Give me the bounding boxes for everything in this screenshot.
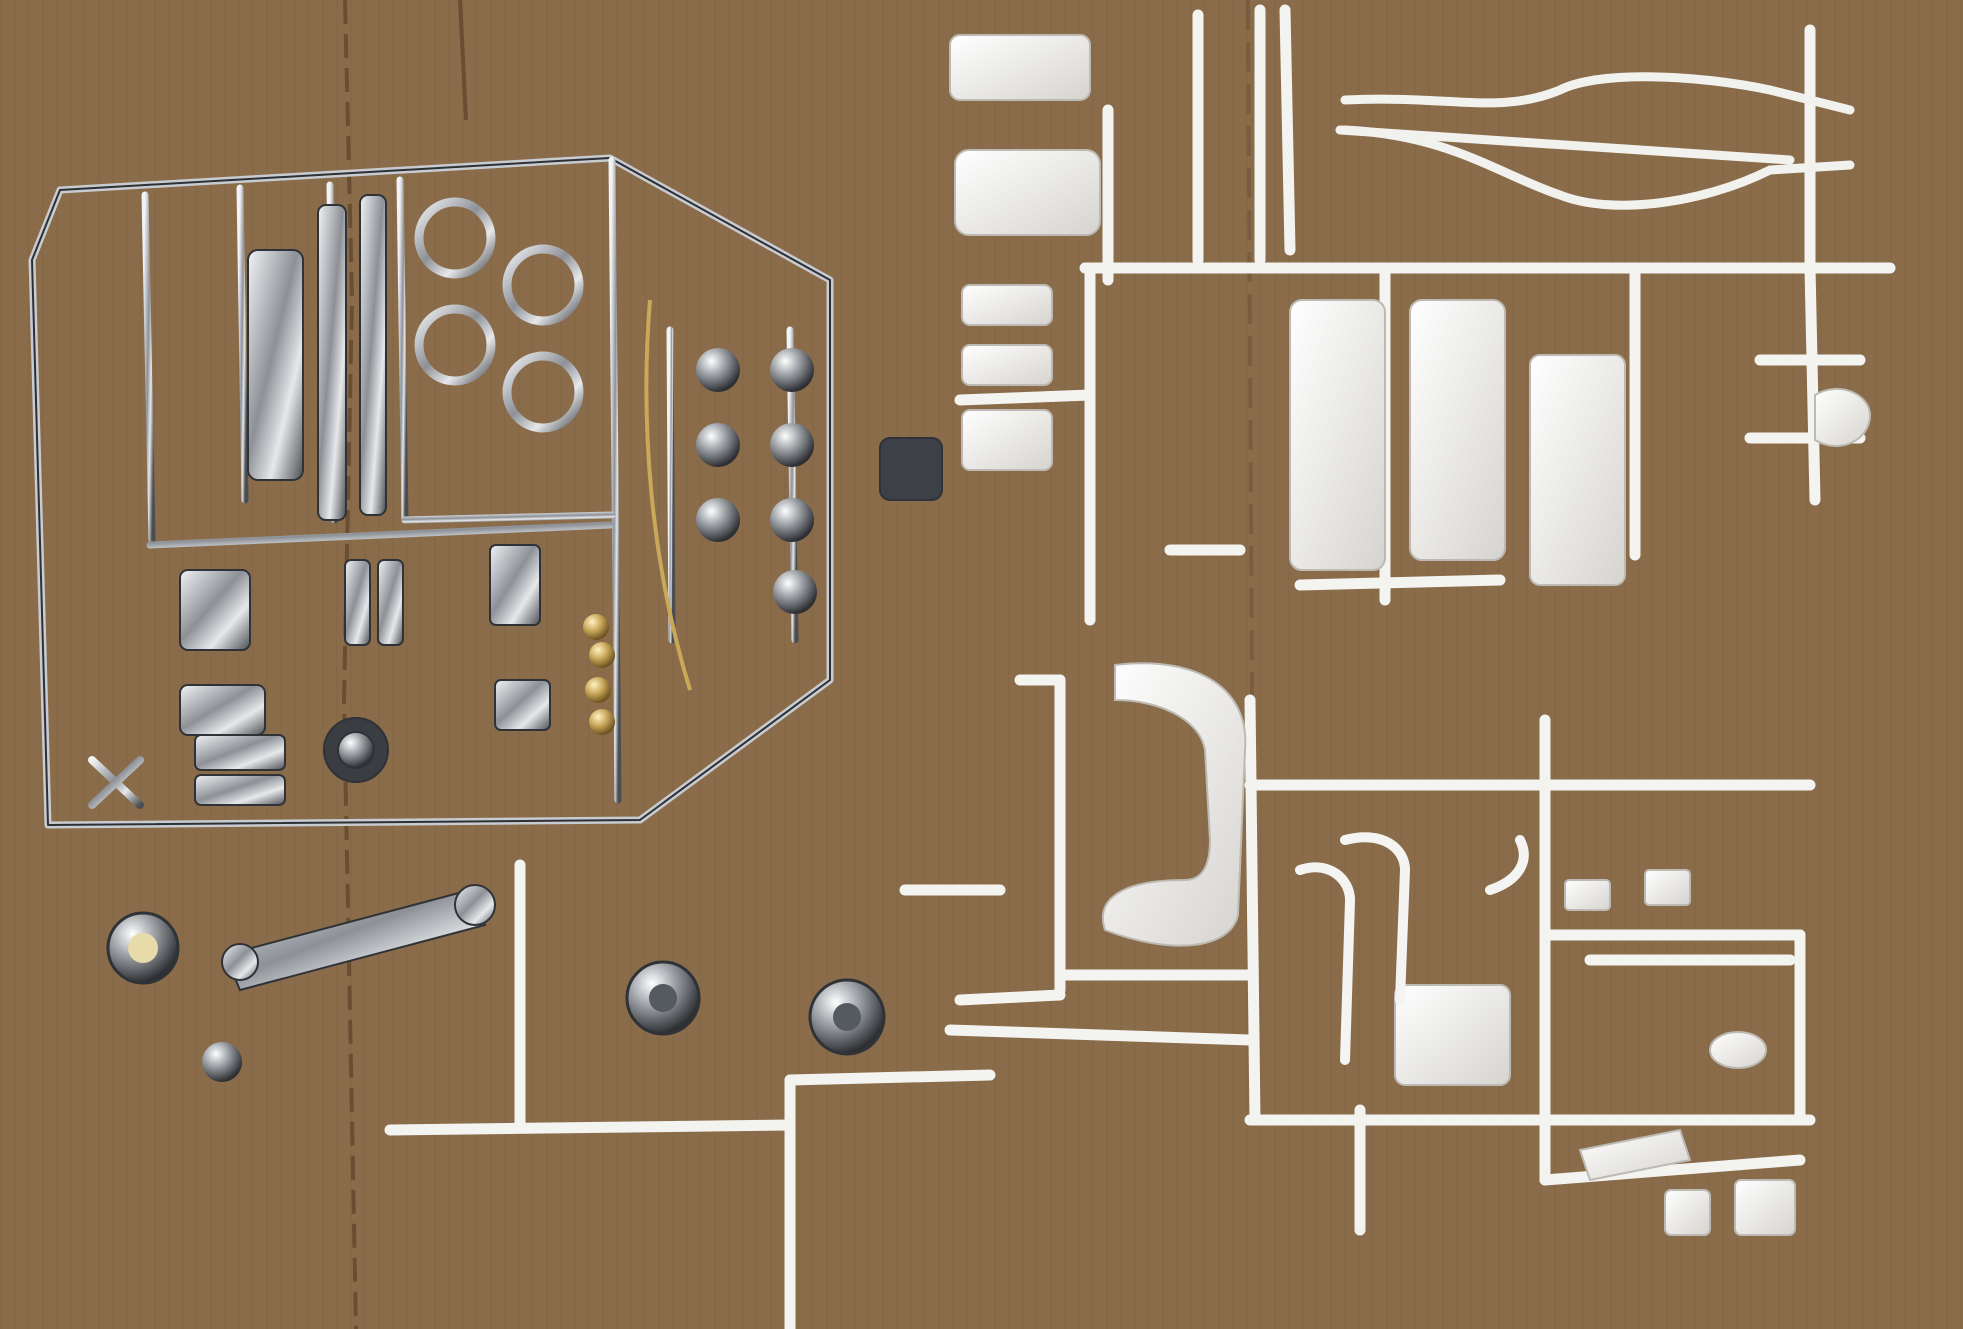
chrome-grille-parts: [179, 194, 943, 806]
white-sprue-top: [954, 4, 1896, 626]
white-sprue-bottom: [384, 674, 1816, 1329]
loose-chrome-wheels: [106, 911, 886, 1056]
white-exhaust-pipes: [1295, 832, 1529, 1065]
chrome-sprue-tree: [28, 154, 834, 829]
gold-parts: [583, 299, 692, 735]
fan-blade: [88, 756, 144, 809]
white-parts-bottom: [1101, 662, 1796, 1236]
chrome-balls: [202, 348, 817, 1082]
white-chassis-frame: [1335, 72, 1855, 210]
loose-chrome-bumper: [221, 884, 496, 992]
chrome-rings: [414, 197, 584, 433]
white-parts-top: [949, 34, 1872, 586]
cardboard-folds: [341, 0, 1254, 1329]
